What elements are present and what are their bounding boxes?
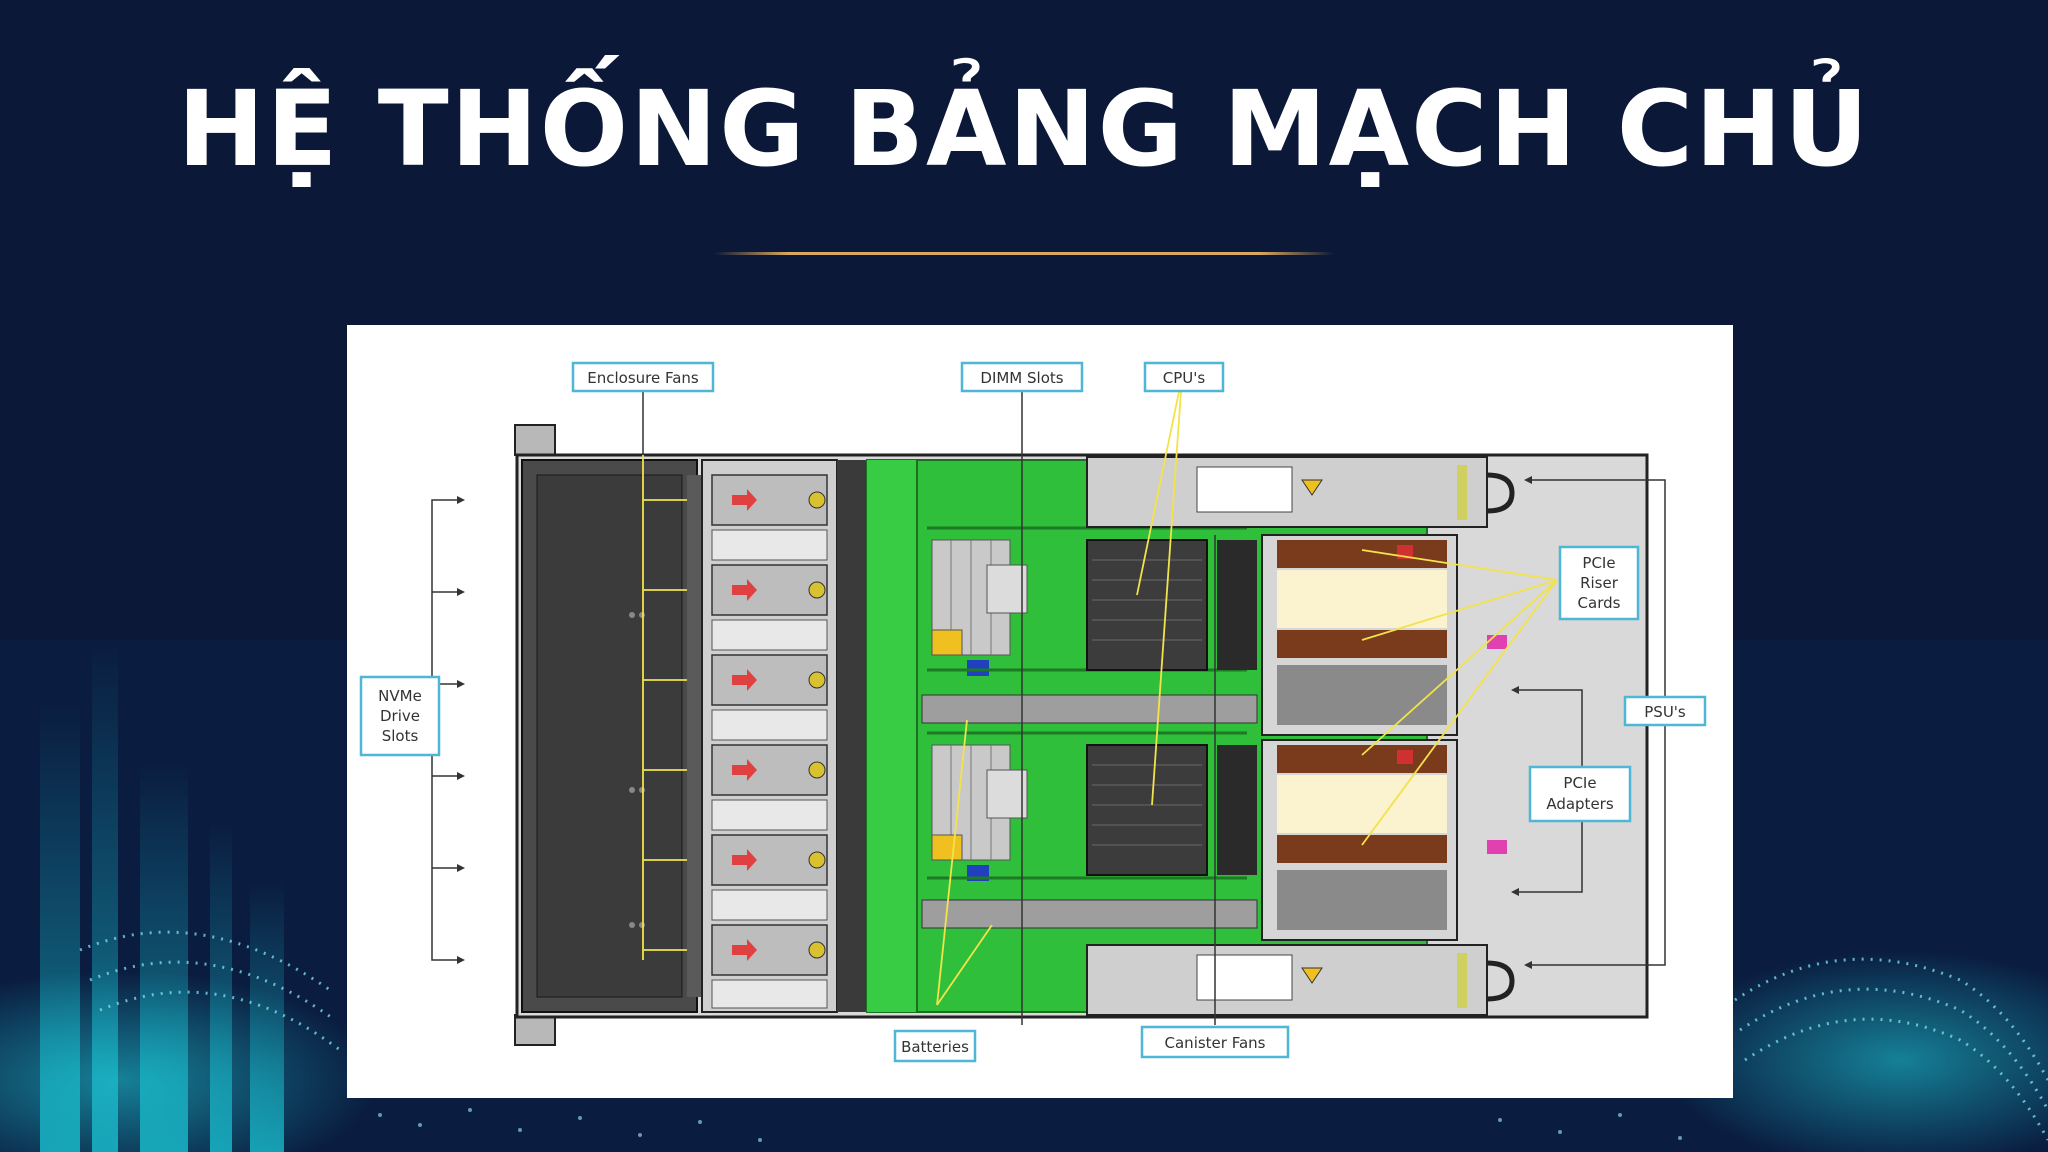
callout-nvme-drive-slots: NVMe Drive Slots xyxy=(359,675,441,757)
enclosure-fans-column xyxy=(701,459,867,1013)
label-pcie-riser-line-1: PCIe xyxy=(1582,554,1615,572)
nvme-drive-bay xyxy=(521,459,707,1013)
label-enclosure-fans: Enclosure Fans xyxy=(587,369,699,387)
label-dimm-slots: DIMM Slots xyxy=(980,369,1063,387)
callout-pcie-adapters: PCIe Adapters xyxy=(1528,765,1632,823)
label-canister-fans: Canister Fans xyxy=(1165,1034,1266,1052)
title-underline xyxy=(714,252,1334,255)
label-nvme-line-1: NVMe xyxy=(378,687,422,705)
callout-dimm-slots: DIMM Slots xyxy=(960,361,1084,393)
page-title: HỆ THỐNG BẢNG MẠCH CHỦ xyxy=(177,68,1871,190)
label-cpus: CPU's xyxy=(1163,369,1206,387)
callout-psus: PSU's xyxy=(1623,695,1707,727)
dimm-slot-rows xyxy=(921,526,1258,929)
cpu-heatsinks xyxy=(1086,539,1257,876)
callout-batteries: Batteries xyxy=(893,1029,977,1063)
battery-modules xyxy=(931,539,1011,881)
label-nvme-line-3: Slots xyxy=(382,727,419,745)
label-pcie-adapters-line-1: PCIe xyxy=(1563,774,1596,792)
callout-pcie-riser-cards: PCIe Riser Cards xyxy=(1558,545,1640,621)
label-pcie-adapters-line-2: Adapters xyxy=(1546,795,1614,813)
pcie-riser-cards xyxy=(1261,534,1507,941)
server-chassis-diagram: Enclosure Fans DIMM Slots CPU's NVMe Dri… xyxy=(359,361,1707,1063)
psu-arrows xyxy=(1511,476,1532,969)
yellow-leader-lines xyxy=(642,376,1558,1006)
label-psus: PSU's xyxy=(1644,703,1686,721)
callout-canister-fans: Canister Fans xyxy=(1140,1025,1290,1059)
callout-enclosure-fans: Enclosure Fans xyxy=(571,361,715,393)
server-diagram-panel: Enclosure Fans DIMM Slots CPU's NVMe Dri… xyxy=(347,325,1733,1098)
label-pcie-riser-line-3: Cards xyxy=(1578,594,1621,612)
label-batteries: Batteries xyxy=(901,1038,969,1056)
callout-cpus: CPU's xyxy=(1143,361,1225,393)
label-nvme-line-2: Drive xyxy=(380,707,420,725)
label-pcie-riser-line-2: Riser xyxy=(1580,574,1619,592)
